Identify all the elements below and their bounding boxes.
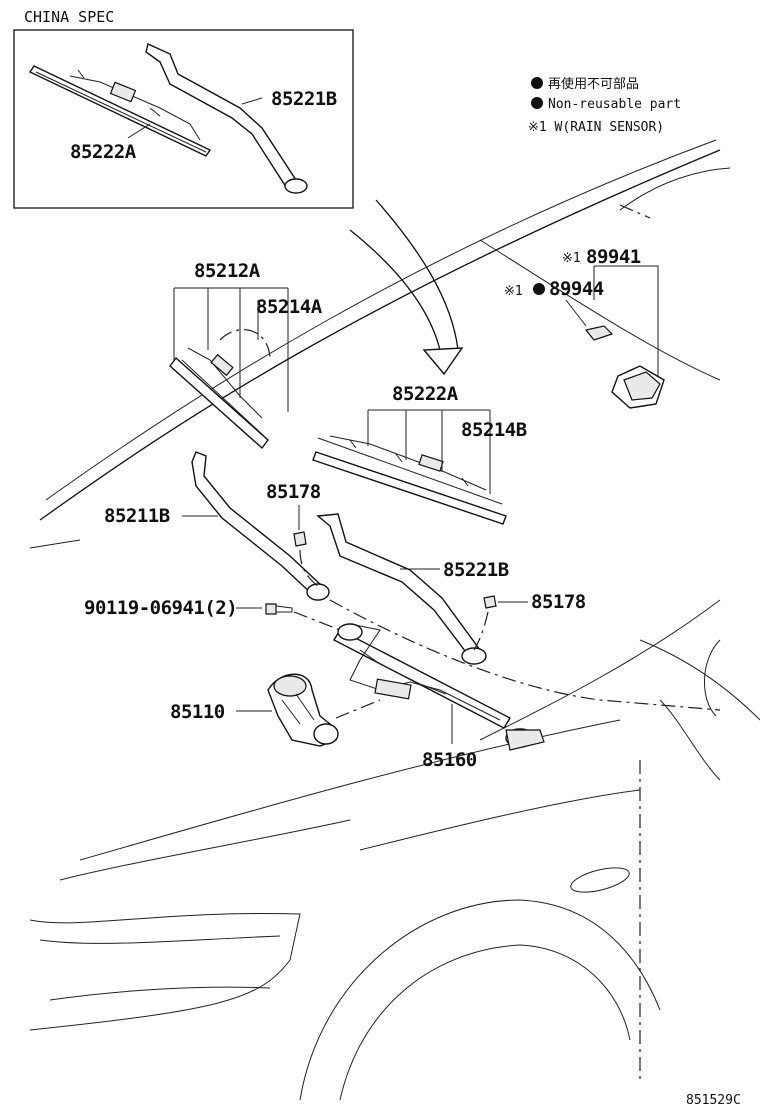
inset-wiper-arm	[145, 43, 308, 194]
non-reusable-dot-icon	[533, 283, 545, 295]
curved-arrow-icon	[349, 199, 464, 376]
inset-label-85221B: 85221B	[271, 88, 337, 110]
callout-85160: 85160	[422, 749, 477, 771]
non-reusable-dot-icon	[531, 97, 543, 109]
callout-85110: 85110	[170, 701, 225, 723]
left-wiper-blade	[169, 329, 271, 450]
left-wiper-arm	[191, 451, 330, 601]
callout-85212A: 85212A	[194, 260, 261, 282]
callout-85214B: 85214B	[461, 419, 527, 441]
callout-85211B: 85211B	[104, 505, 170, 527]
nut-85178-left	[293, 505, 307, 547]
wiper-motor	[267, 673, 339, 747]
callout-85178-upper: 85178	[266, 481, 321, 503]
vehicle-body-outline	[29, 139, 760, 1101]
callout-89941: 89941	[586, 246, 641, 268]
wiper-link-assembly	[333, 623, 545, 751]
legend: 再使用不可部品 Non-reusable part ※1 W(RAIN SENS…	[528, 76, 681, 135]
china-spec-inset: CHINA SPEC 85221B 85222A	[13, 8, 354, 209]
right-wiper-blade	[312, 435, 507, 525]
legend-line-rain-sensor: ※1 W(RAIN SENSOR)	[528, 120, 664, 135]
rain-sensor-mark-upper: ※1	[562, 251, 581, 266]
callout-85214A: 85214A	[256, 296, 323, 318]
nut-85178-right	[483, 595, 528, 609]
callout-90119-06941: 90119-06941(2)	[84, 597, 237, 619]
non-reusable-dot-icon	[531, 77, 543, 89]
diagram-code: 851529C	[686, 1093, 741, 1108]
rain-sensor-mark-lower: ※1	[504, 284, 523, 299]
rain-sensor-assembly	[584, 325, 665, 409]
china-spec-title: CHINA SPEC	[24, 8, 114, 26]
inset-label-85222A: 85222A	[70, 141, 137, 163]
callout-85178-lower: 85178	[531, 591, 586, 613]
inset-wiper-blade	[28, 65, 212, 157]
legend-line-en: Non-reusable part	[548, 97, 681, 112]
callout-85221B: 85221B	[443, 559, 509, 581]
callout-89944: 89944	[549, 278, 604, 300]
right-wiper-arm	[316, 513, 487, 665]
legend-line-jp: 再使用不可部品	[548, 76, 639, 92]
callout-85222A: 85222A	[392, 383, 459, 405]
bolt-90119	[236, 603, 293, 615]
